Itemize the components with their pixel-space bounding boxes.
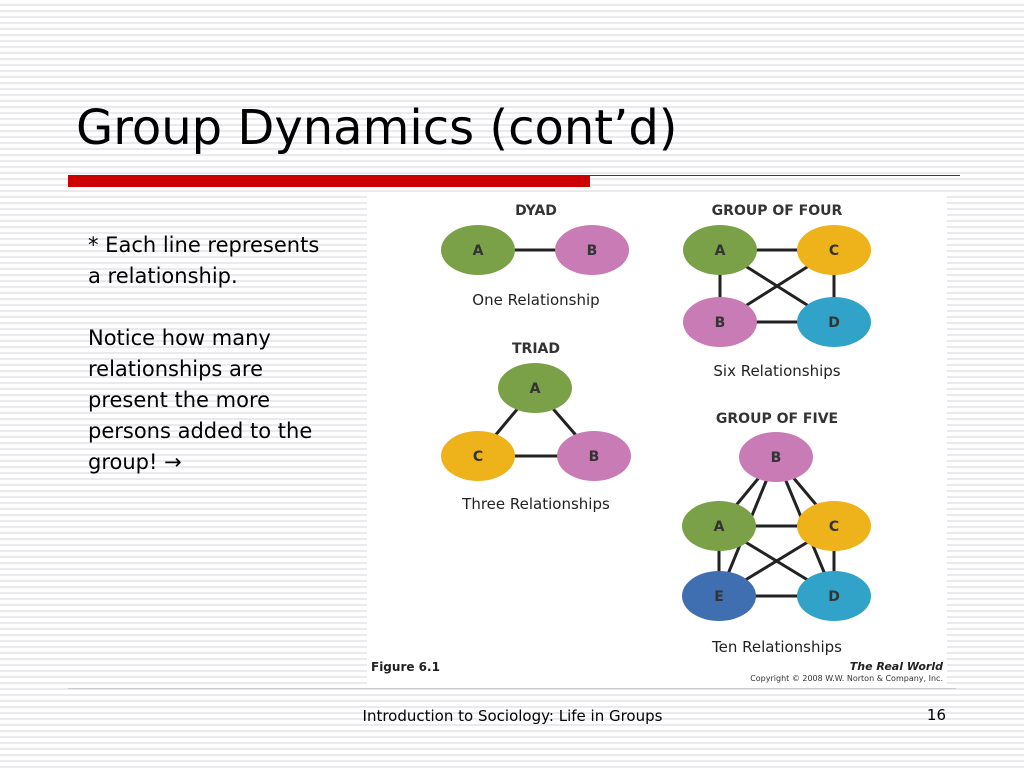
triad-caption: Three Relationships [461,495,610,513]
figure-svg: DYAD A B One Relationship TRIAD A C B Th… [371,203,943,683]
triad-node-b-label: B [589,449,600,465]
triad-node-a-label: A [530,381,541,397]
five-node-b [739,432,813,482]
four-node-d-label: D [828,315,840,331]
dyad-diagram: DYAD A B One Relationship [441,203,629,309]
slide-body: * Each line represents a relationship. N… [88,230,338,478]
triad-node-c-label: C [473,449,483,465]
title-underline-line [590,175,960,176]
slide-number: 16 [926,706,946,724]
dyad-heading: DYAD [515,203,557,219]
dyad-node-b [555,225,629,275]
triad-node-a [498,363,572,413]
group-of-five-heading: GROUP OF FIVE [716,411,838,427]
group-of-four-diagram: GROUP OF FOUR A C B D Six Relationships [683,203,871,380]
publisher-name: The Real World [850,660,943,673]
group-of-four-caption: Six Relationships [713,362,840,380]
dyad-caption: One Relationship [472,291,599,309]
five-node-c [797,501,871,551]
four-node-c [797,225,871,275]
five-node-a [682,501,756,551]
figure-copyright: Copyright © 2008 W.W. Norton & Company, … [750,674,943,683]
bullet-relationship-note: * Each line represents a relationship. [88,233,320,288]
triad-node-c [441,431,515,481]
footer-course-title: Introduction to Sociology: Life in Group… [362,707,663,725]
group-of-five-diagram: GROUP OF FIVE B A C E D Ten Relationship… [682,411,871,656]
group-of-four-heading: GROUP OF FOUR [712,203,843,219]
dyad-node-a [441,225,515,275]
footer-divider [68,688,956,689]
four-node-a [683,225,757,275]
dyad-node-b-label: B [587,243,598,259]
title-underline-bar [68,175,590,187]
bullet-notice-text: Notice how many relationships are presen… [88,326,313,474]
four-node-b [683,297,757,347]
group-size-figure: DYAD A B One Relationship TRIAD A C B Th… [367,196,947,686]
five-node-c-label: C [829,519,839,535]
dyad-node-a-label: A [473,243,484,259]
five-node-a-label: A [714,519,725,535]
triad-heading: TRIAD [512,341,560,357]
four-node-b-label: B [715,315,726,331]
four-node-d [797,297,871,347]
triad-node-b [557,431,631,481]
five-node-b-label: B [771,450,782,466]
four-node-c-label: C [829,243,839,259]
five-node-d-label: D [828,589,840,605]
five-node-e-label: E [714,589,724,605]
five-node-d [797,571,871,621]
four-node-a-label: A [715,243,726,259]
group-of-five-caption: Ten Relationships [711,638,842,656]
slide-title: Group Dynamics (cont’d) [76,100,678,156]
five-node-e [682,571,756,621]
triad-diagram: TRIAD A C B Three Relationships [441,341,631,513]
figure-number: Figure 6.1 [371,660,440,674]
